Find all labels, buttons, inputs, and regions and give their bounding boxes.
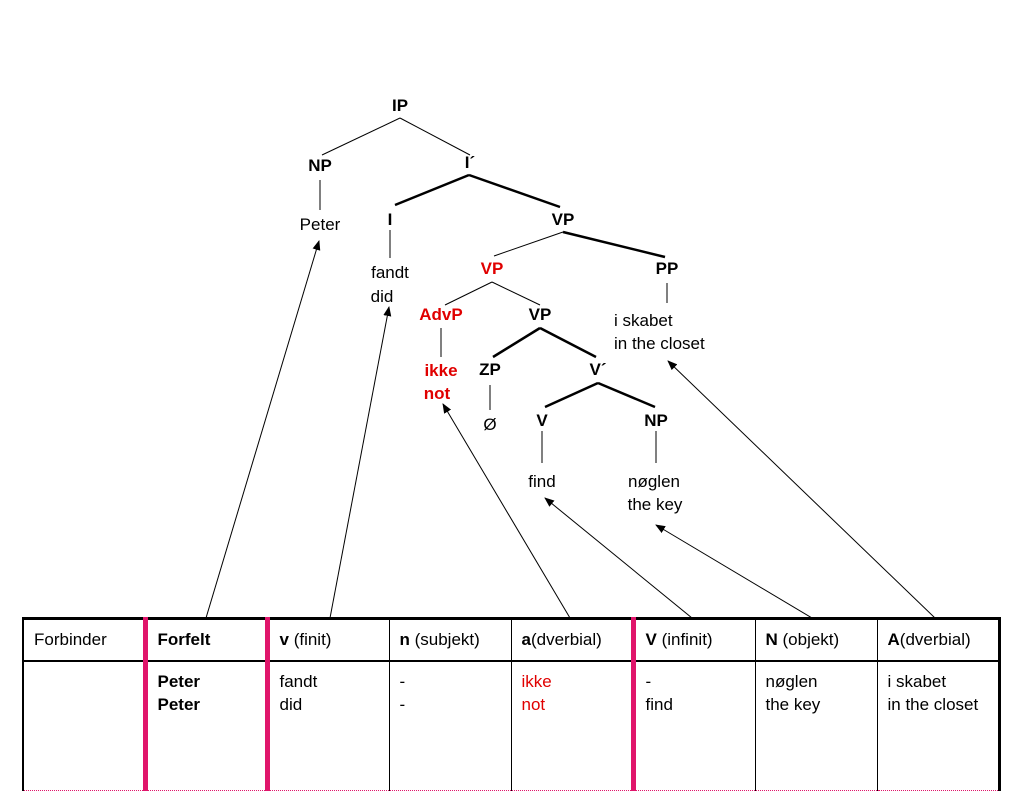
cell-v-infinit: - find	[630, 661, 755, 791]
word-i-skabet: i skabet	[614, 311, 673, 330]
arrow-forfelt-to-peter	[205, 240, 321, 617]
word-ikke: ikke	[424, 361, 457, 380]
node-np-subject: NP	[308, 156, 332, 175]
header-n-subjekt: n (subjekt)	[388, 618, 511, 662]
node-v: V	[536, 411, 548, 430]
header-a-adverbial-2: A(dverbial)	[876, 618, 999, 662]
word-find: find	[528, 472, 555, 491]
word-did: did	[371, 287, 394, 306]
node-vp-red: VP	[481, 259, 504, 278]
node-np-object: NP	[644, 411, 668, 430]
node-advp: AdvP	[419, 305, 462, 324]
header-forbinder: Forbinder	[22, 618, 145, 662]
word-not: not	[424, 384, 451, 403]
arrow-adverbial-to-ikke	[442, 403, 570, 617]
table-header-row: Forbinder Forfelt v (finit) n (subjekt) …	[22, 618, 999, 662]
word-in-the-closet: in the closet	[614, 334, 705, 353]
arrow-infinit-to-find	[544, 497, 692, 617]
node-vp-top: VP	[552, 210, 575, 229]
arrow-objekt-to-noglen	[655, 524, 812, 617]
node-ip: IP	[392, 96, 408, 115]
header-a-adverbial: a(dverbial)	[510, 618, 633, 662]
node-i: I	[388, 210, 393, 229]
cell-n-subjekt: - -	[388, 661, 511, 791]
cell-a-adverbial: ikke not	[510, 661, 633, 791]
word-fandt: fandt	[371, 263, 409, 282]
header-v-infinit: V (infinit)	[630, 618, 755, 662]
node-vp-inner: VP	[529, 305, 552, 324]
movement-arrows	[205, 240, 935, 617]
arrow-finit-to-fandt	[329, 306, 392, 617]
cell-n-objekt: nøglen the key	[754, 661, 877, 791]
field-schema-table: Forbinder Forfelt v (finit) n (subjekt) …	[22, 617, 1001, 791]
node-pp: PP	[656, 259, 679, 278]
cell-a-adverbial-2: i skabet in the closet	[876, 661, 999, 791]
word-the-key: the key	[628, 495, 683, 514]
tree-branches-thin	[319, 117, 668, 463]
header-forfelt: Forfelt	[142, 618, 267, 662]
word-peter: Peter	[300, 215, 341, 234]
word-noglen: nøglen	[628, 472, 680, 491]
word-zero: Ø	[483, 415, 496, 434]
cell-forbinder	[22, 661, 145, 791]
tree-branches-thick	[394, 173, 666, 409]
header-v-finit: v (finit)	[264, 618, 389, 662]
node-zp: ZP	[479, 360, 501, 379]
syntax-tree: IP NP I´ I VP VP PP AdvP VP ZP V´ V NP P…	[205, 96, 935, 617]
table-row: Peter Peter fandt did - - ikke not - fin…	[22, 661, 999, 791]
arrow-adverbial-to-pp	[667, 360, 935, 617]
cell-forfelt: Peter Peter	[142, 661, 267, 791]
header-n-objekt: N (objekt)	[754, 618, 877, 662]
cell-v-finit: fandt did	[264, 661, 389, 791]
node-v-bar: V´	[590, 360, 607, 379]
node-i-bar: I´	[465, 153, 475, 172]
